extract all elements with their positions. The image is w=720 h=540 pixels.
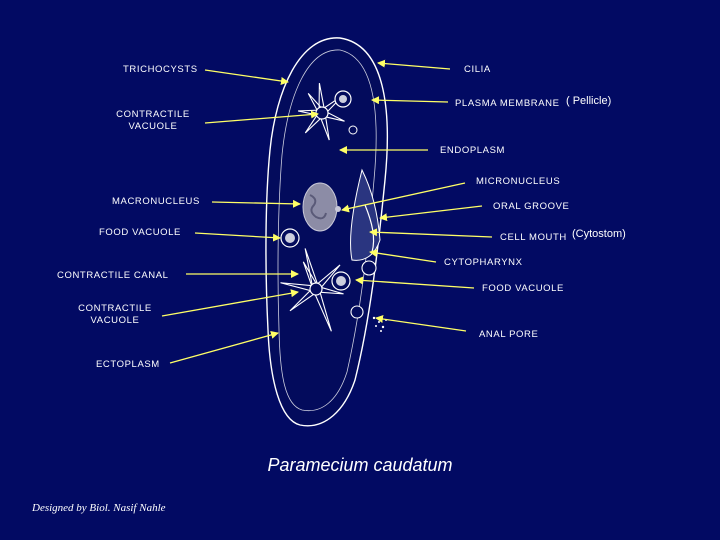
label-contractile-vacuole-top-line1: CONTRACTILE — [116, 109, 190, 120]
label-contractile-vacuole-top: CONTRACTILE VACUOLE — [110, 109, 196, 133]
label-food-vacuole-right: FOOD VACUOLE — [482, 283, 564, 294]
label-cilia: CILIA — [464, 64, 491, 75]
food-vacuole-content — [339, 95, 347, 103]
cell-body — [265, 37, 389, 427]
label-pellicle: ( Pellicle) — [566, 95, 612, 107]
micronucleus — [335, 206, 341, 212]
contractile-canal — [320, 109, 345, 122]
label-oral-groove: ORAL GROOVE — [493, 201, 570, 212]
label-cytostom: (Cytostom) — [572, 228, 626, 240]
food-vacuole-content — [336, 276, 346, 286]
contractile-vacuole-top-center — [315, 106, 329, 120]
label-contractile-canal: CONTRACTILE CANAL — [57, 270, 169, 281]
contractile-canal — [312, 287, 332, 332]
contractile-vacuole-bottom-center — [309, 282, 323, 296]
contractile-canal — [304, 248, 320, 290]
arrow-oral-groove — [379, 205, 483, 222]
macronucleus — [302, 182, 338, 232]
arrow-contractile-vacuole-top — [204, 110, 319, 124]
designer-credit: Designed by Biol. Nasif Nahle — [32, 502, 166, 514]
label-macronucleus: MACRONUCLEUS — [112, 196, 200, 207]
arrow-food-vacuole-right — [355, 276, 475, 289]
label-micronucleus: MICRONUCLEUS — [476, 176, 561, 187]
label-trichocysts: TRICHOCYSTS — [123, 64, 198, 75]
label-plasma-membrane: PLASMA MEMBRANE — [455, 98, 560, 109]
macronucleus-texture — [309, 194, 327, 220]
contractile-canal — [313, 264, 341, 292]
contractile-canal — [289, 286, 319, 312]
ectoplasm-boundary — [277, 49, 377, 412]
arrow-plasma-membrane — [371, 96, 449, 105]
label-contractile-vacuole-top-line2: VACUOLE — [128, 121, 178, 132]
food-vacuole — [348, 125, 358, 135]
label-contractile-vacuole-bottom: CONTRACTILE VACUOLE — [72, 303, 158, 327]
label-endoplasm: ENDOPLASM — [440, 145, 506, 156]
label-cell-mouth: CELL MOUTH — [500, 232, 567, 243]
contractile-vacuole-bottom — [280, 248, 344, 332]
arrow-micronucleus — [341, 182, 466, 213]
arrow-cell-mouth — [369, 228, 493, 238]
contractile-canal — [315, 285, 344, 295]
label-ectoplasm: ECTOPLASM — [96, 359, 160, 370]
label-cytopharynx: CYTOPHARYNX — [444, 257, 523, 268]
arrow-food-vacuole-left — [194, 232, 281, 242]
contractile-canal — [280, 282, 317, 293]
arrow-anal-pore — [375, 315, 467, 332]
food-vacuole-content — [285, 233, 295, 243]
arrow-cilia — [377, 59, 451, 70]
contractile-canal — [318, 112, 330, 141]
food-vacuole — [350, 305, 364, 319]
label-anal-pore: ANAL PORE — [479, 329, 539, 340]
contractile-canal — [302, 261, 320, 291]
arrow-cytopharynx — [369, 249, 437, 263]
contractile-canal — [307, 92, 325, 115]
arrow-trichocysts — [204, 69, 289, 85]
diagram-title: Paramecium caudatum — [267, 455, 453, 475]
food-vacuole — [361, 260, 377, 276]
label-food-vacuole-left: FOOD VACUOLE — [99, 227, 181, 238]
arrow-contractile-vacuole-bottom — [161, 289, 299, 317]
label-contractile-vacuole-bottom-line2: VACUOLE — [90, 315, 140, 326]
arrow-ectoplasm — [169, 331, 279, 364]
arrow-macronucleus — [211, 199, 301, 208]
contractile-canal — [318, 83, 326, 114]
label-contractile-vacuole-bottom-line1: CONTRACTILE — [78, 303, 152, 314]
